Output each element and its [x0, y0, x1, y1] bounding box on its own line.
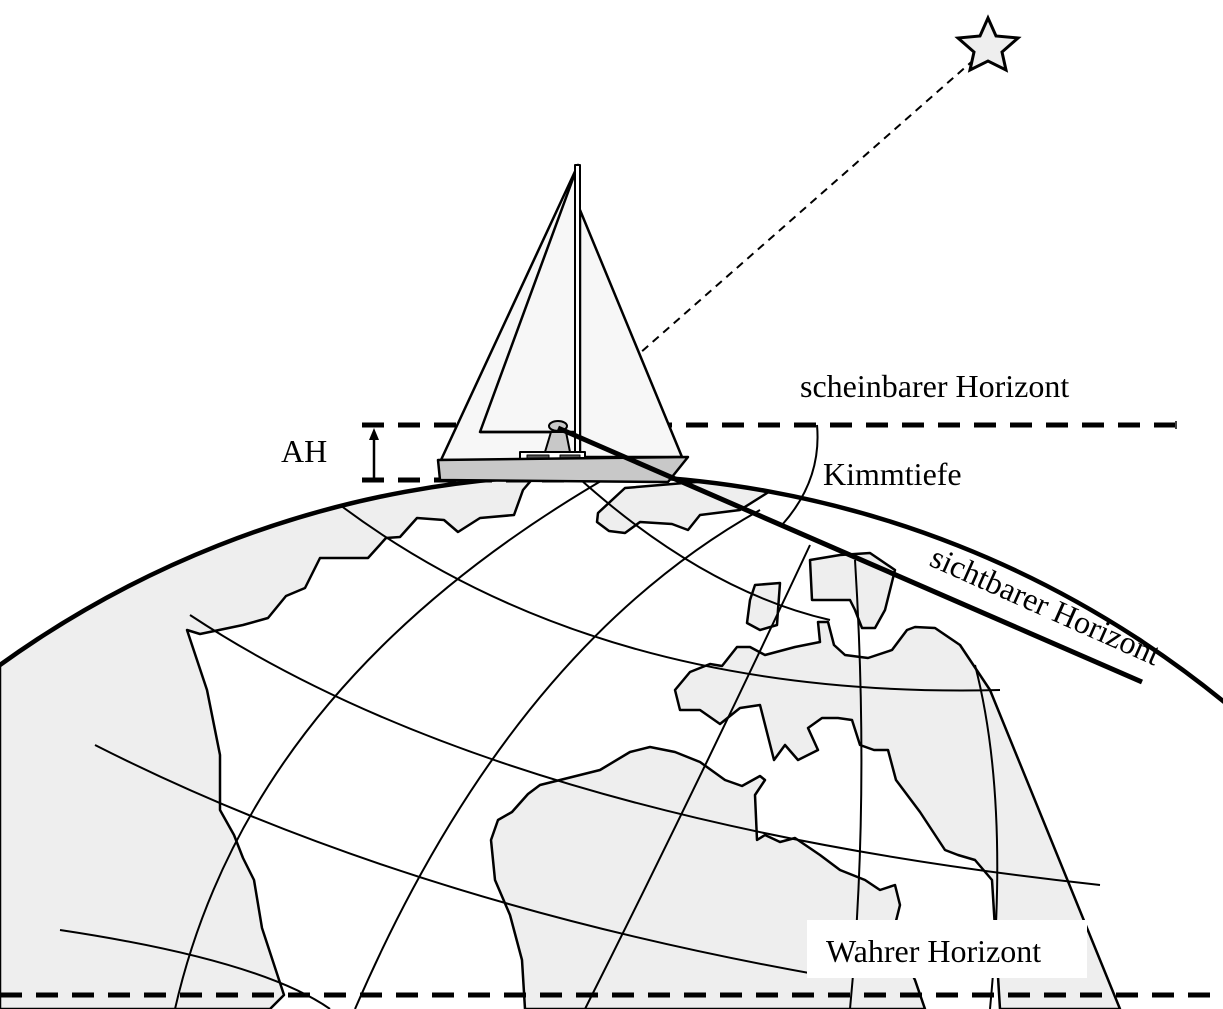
graticule-line — [584, 544, 811, 1009]
label-eye-height: AH — [281, 433, 327, 469]
graticule-line — [174, 475, 621, 1009]
true-horizon-label-bg — [807, 920, 1087, 978]
label-dip: Kimmtiefe — [823, 456, 962, 492]
star-icon — [954, 14, 1022, 73]
sailboat-icon — [436, 163, 690, 484]
graticule-line — [189, 614, 1101, 886]
land-americas — [0, 475, 542, 1009]
graticule-line — [354, 509, 761, 1009]
graticule-line — [339, 504, 1001, 692]
star-sight-line — [557, 49, 986, 426]
label-apparent-horizon: scheinbarer Horizont — [800, 368, 1069, 404]
eye-height-arrow — [369, 428, 379, 480]
land-europe — [673, 620, 1122, 1009]
visible-horizon-line — [557, 425, 1143, 685]
dip-angle-arc — [781, 424, 819, 526]
graticule-line — [569, 475, 831, 621]
land-scandinavia — [808, 551, 897, 630]
label-true-horizon: Wahrer Horizont — [826, 933, 1041, 969]
graticule-line — [94, 744, 821, 976]
